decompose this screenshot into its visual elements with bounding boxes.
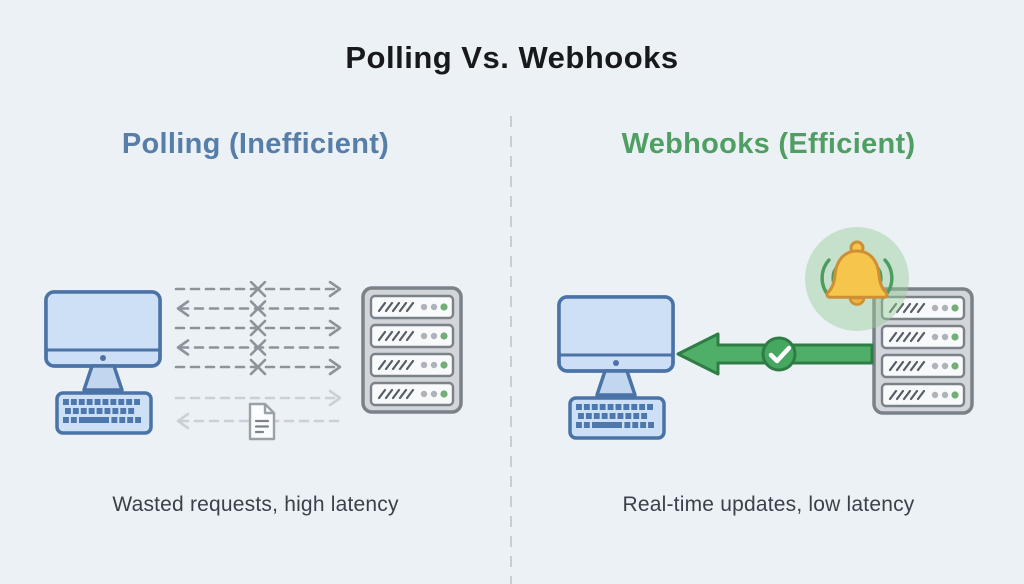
keyboard-keys	[576, 404, 654, 428]
webhooks-panel: Webhooks (Efficient)	[513, 0, 1024, 584]
failed-request-arrows-icon	[174, 281, 344, 441]
notification-bell-icon	[805, 227, 909, 331]
document-icon	[248, 402, 276, 441]
server-vents	[377, 301, 415, 400]
webhook-arrow-icon	[676, 332, 874, 376]
polling-panel: Polling (Inefficient)	[0, 0, 511, 584]
computer-icon	[557, 295, 675, 440]
computer-icon	[44, 290, 162, 435]
page-title: Polling Vs. Webhooks	[345, 40, 679, 75]
server-leds	[420, 303, 448, 398]
webhooks-heading: Webhooks (Efficient)	[621, 128, 916, 160]
polling-caption: Wasted requests, high latency	[112, 493, 399, 516]
server-rack-icon	[872, 287, 974, 415]
divider-dashed-line	[510, 116, 512, 584]
server-vents	[888, 302, 926, 401]
bell-clapper	[848, 296, 866, 306]
server-rack-icon	[361, 286, 463, 414]
webhooks-caption: Real-time updates, low latency	[622, 493, 915, 516]
keyboard-keys	[63, 399, 141, 423]
check-icon	[761, 336, 797, 372]
server-leds	[931, 304, 959, 399]
polling-heading: Polling (Inefficient)	[121, 128, 390, 160]
